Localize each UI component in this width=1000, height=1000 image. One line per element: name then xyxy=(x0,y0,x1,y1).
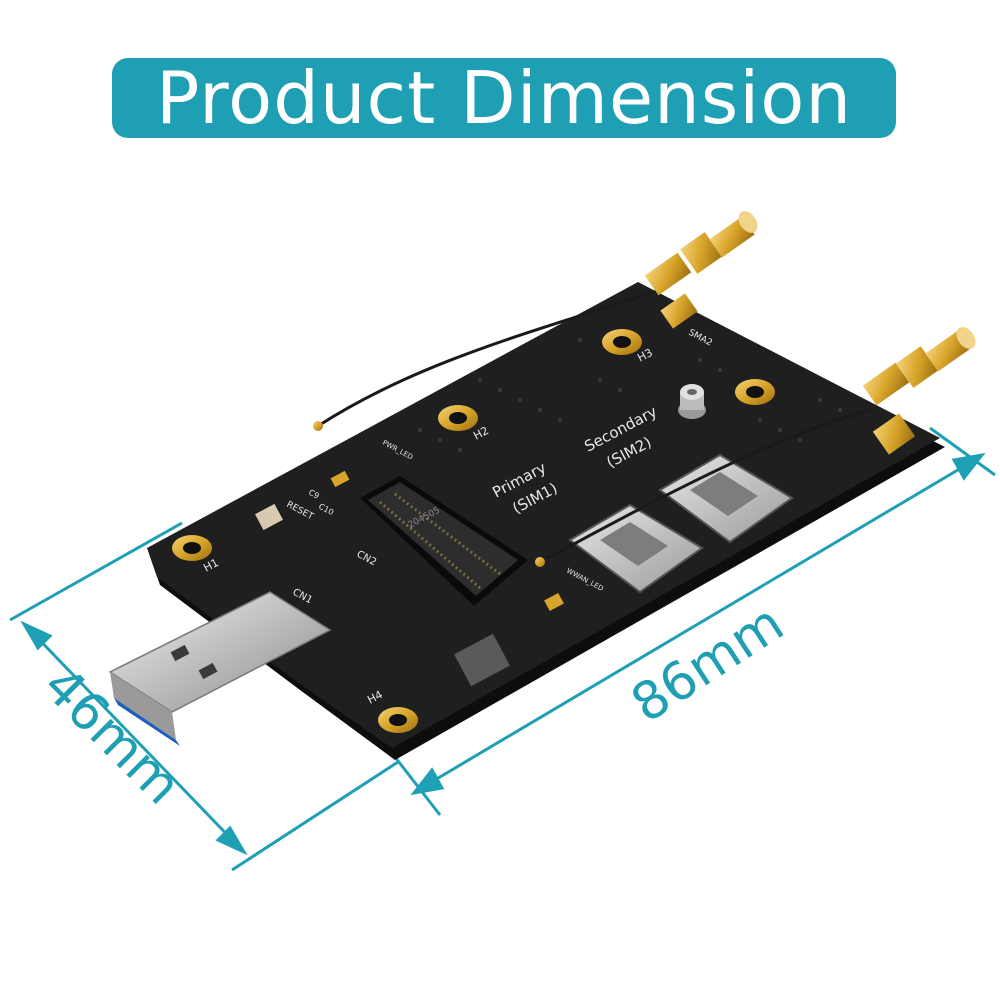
label-h3: H3 xyxy=(635,346,655,365)
antenna-cable-2 xyxy=(539,408,871,564)
mount-hole-h2 xyxy=(438,405,478,431)
antenna-cable-1 xyxy=(317,288,661,428)
page-title: Product Dimension xyxy=(156,56,852,140)
mount-hole-h4 xyxy=(378,707,418,733)
antenna-ufl-2 xyxy=(535,557,545,567)
width-arrow-top xyxy=(20,620,53,651)
sma-connector-2 xyxy=(862,327,976,455)
title-banner: Product Dimension xyxy=(112,58,896,138)
length-dimension-line xyxy=(417,456,979,792)
sma-connector-1 xyxy=(644,211,758,329)
label-h1: H1 xyxy=(201,556,221,575)
width-extension-top xyxy=(9,521,183,622)
label-c9: C9 xyxy=(307,488,321,501)
antennas xyxy=(313,211,976,567)
dimension-lines xyxy=(9,426,996,872)
pcb-board xyxy=(147,282,945,760)
length-extension-right xyxy=(929,426,996,477)
mount-hole-right xyxy=(735,379,775,405)
standoff xyxy=(678,384,706,419)
inductor xyxy=(454,633,510,687)
label-h2: H2 xyxy=(471,424,491,443)
mount-hole-h1 xyxy=(172,535,212,561)
length-arrow-right xyxy=(951,452,986,481)
length-extension-left xyxy=(386,747,442,816)
antenna-ufl-1 xyxy=(313,421,323,431)
usb-hole-2 xyxy=(198,662,218,680)
mount-hole-h3 xyxy=(602,329,642,355)
mounting-holes xyxy=(172,329,775,733)
sim-slot-2 xyxy=(658,453,794,544)
usb-hole-1 xyxy=(170,644,190,662)
width-dimension-line xyxy=(26,626,242,850)
width-extension-bottom xyxy=(231,760,399,872)
usb-connector xyxy=(108,591,332,746)
width-arrow-bottom xyxy=(215,825,248,856)
m2-slot xyxy=(360,476,528,606)
reset-button xyxy=(255,503,283,531)
capacitor-c8 xyxy=(544,592,564,612)
label-h4: H4 xyxy=(365,688,385,707)
via-dots xyxy=(418,338,842,452)
length-arrow-left xyxy=(410,767,445,796)
capacitor-c9 xyxy=(330,470,350,488)
